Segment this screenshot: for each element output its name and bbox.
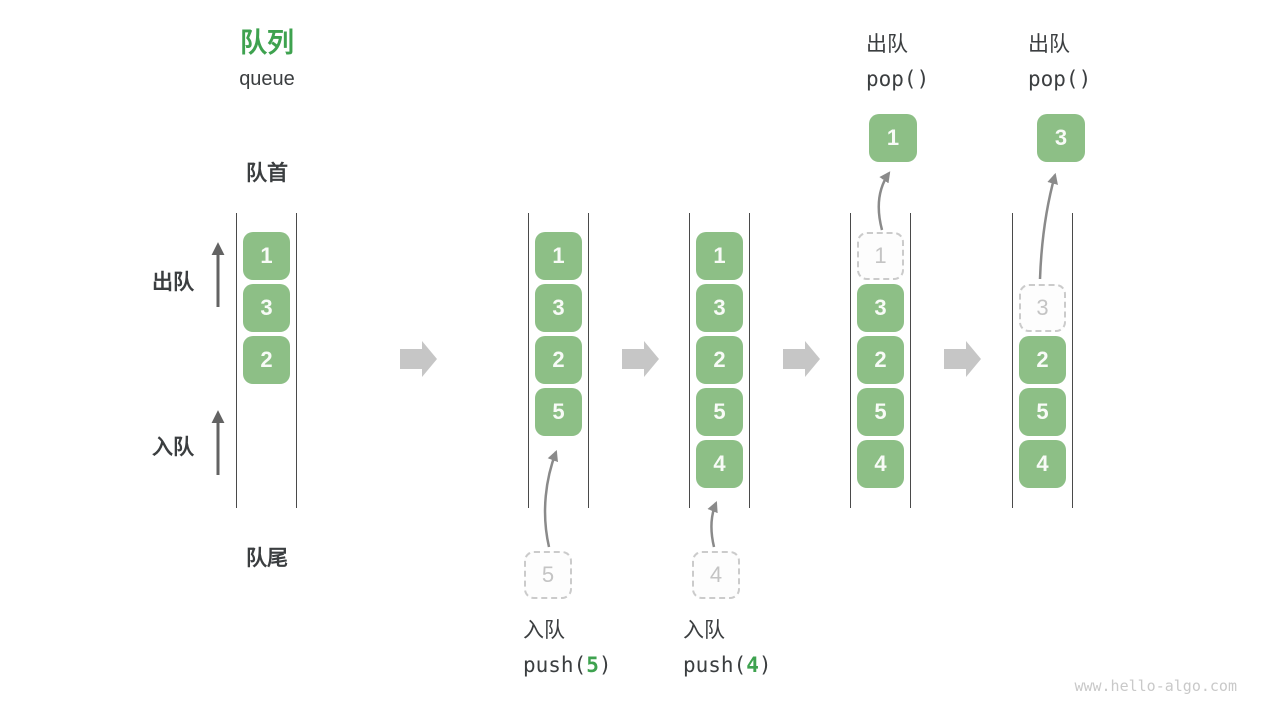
op-pop1-code: pop() [866, 67, 930, 91]
queue-cells: 1 3 2 5 [529, 232, 588, 436]
queue-cell: 5 [1019, 388, 1066, 436]
op-push5-code: push(5) [523, 655, 612, 676]
op-push4-zh: 入队 [683, 619, 725, 642]
watermark: www.hello-algo.com [1074, 677, 1237, 695]
push-value-box-4: 4 [692, 551, 740, 599]
queue-cell: 2 [696, 336, 743, 384]
queue-cell: 4 [857, 440, 904, 488]
enqueue-direction-label: 入队 [152, 436, 194, 459]
op-code-close: ) [758, 653, 772, 677]
queue-front-label: 队首 [246, 162, 288, 185]
queue-cell: 3 [243, 284, 290, 332]
title-en: queue [239, 68, 295, 91]
popped-value-box-1: 1 [869, 114, 917, 162]
dequeue-direction-label: 出队 [152, 271, 194, 294]
queue-cell: 3 [535, 284, 582, 332]
queue-cell: 4 [696, 440, 743, 488]
diagram-title: 队列 queue [200, 28, 334, 91]
op-code-fn: push( [523, 653, 587, 677]
op-label-push4: 入队 push(4) [683, 620, 772, 676]
queue-cells: 1 3 2 5 4 [851, 232, 910, 488]
queue-cells: 1 3 2 5 4 [690, 232, 749, 488]
queue-cell: 3 [696, 284, 743, 332]
queue-cells: 1 3 2 [237, 232, 296, 384]
queue-cell: 2 [535, 336, 582, 384]
queue-state-5: 3 2 5 4 [1012, 213, 1073, 508]
op-code-arg: 5 [586, 653, 599, 677]
queue-cells: 3 2 5 4 [1013, 232, 1072, 488]
queue-cell: 2 [243, 336, 290, 384]
op-push5-zh: 入队 [523, 619, 565, 642]
op-code-arg: 4 [746, 653, 759, 677]
queue-cell: 3 [857, 284, 904, 332]
op-code-fn: push( [683, 653, 747, 677]
op-label-pop1: 出队 pop() [866, 34, 929, 90]
state-transition-arrow-icon [622, 341, 659, 377]
state-transition-arrow-icon [400, 341, 437, 377]
state-transition-arrow-icon [783, 341, 820, 377]
queue-cell: 5 [857, 388, 904, 436]
queue-state-3: 1 3 2 5 4 [689, 213, 750, 508]
queue-state-1: 1 3 2 [236, 213, 297, 508]
op-pop1-zh: 出队 [866, 33, 908, 56]
queue-cell: 4 [1019, 440, 1066, 488]
push4-arrow-icon [707, 500, 718, 548]
queue-cell: 1 [535, 232, 582, 280]
queue-cell: 5 [696, 388, 743, 436]
op-code-close: ) [598, 653, 612, 677]
queue-cell: 1 [243, 232, 290, 280]
queue-cell-removed: 3 [1019, 284, 1066, 332]
op-push4-code: push(4) [683, 655, 772, 676]
queue-cell: 2 [1019, 336, 1066, 384]
op-label-push5: 入队 push(5) [523, 620, 612, 676]
op-label-pop2: 出队 pop() [1028, 34, 1091, 90]
queue-rear-label: 队尾 [246, 547, 288, 570]
state-transition-arrow-icon [944, 341, 981, 377]
queue-cell: 1 [696, 232, 743, 280]
push-value-box-5: 5 [524, 551, 572, 599]
queue-cell: 5 [535, 388, 582, 436]
queue-state-2: 1 3 2 5 [528, 213, 589, 508]
popped-value-box-3: 3 [1037, 114, 1085, 162]
title-zh: 队列 [240, 28, 294, 58]
queue-cell-removed: 1 [857, 232, 904, 280]
op-pop2-code: pop() [1028, 67, 1092, 91]
queue-cell: 2 [857, 336, 904, 384]
queue-state-4: 1 3 2 5 4 [850, 213, 911, 508]
op-pop2-zh: 出队 [1028, 33, 1070, 56]
